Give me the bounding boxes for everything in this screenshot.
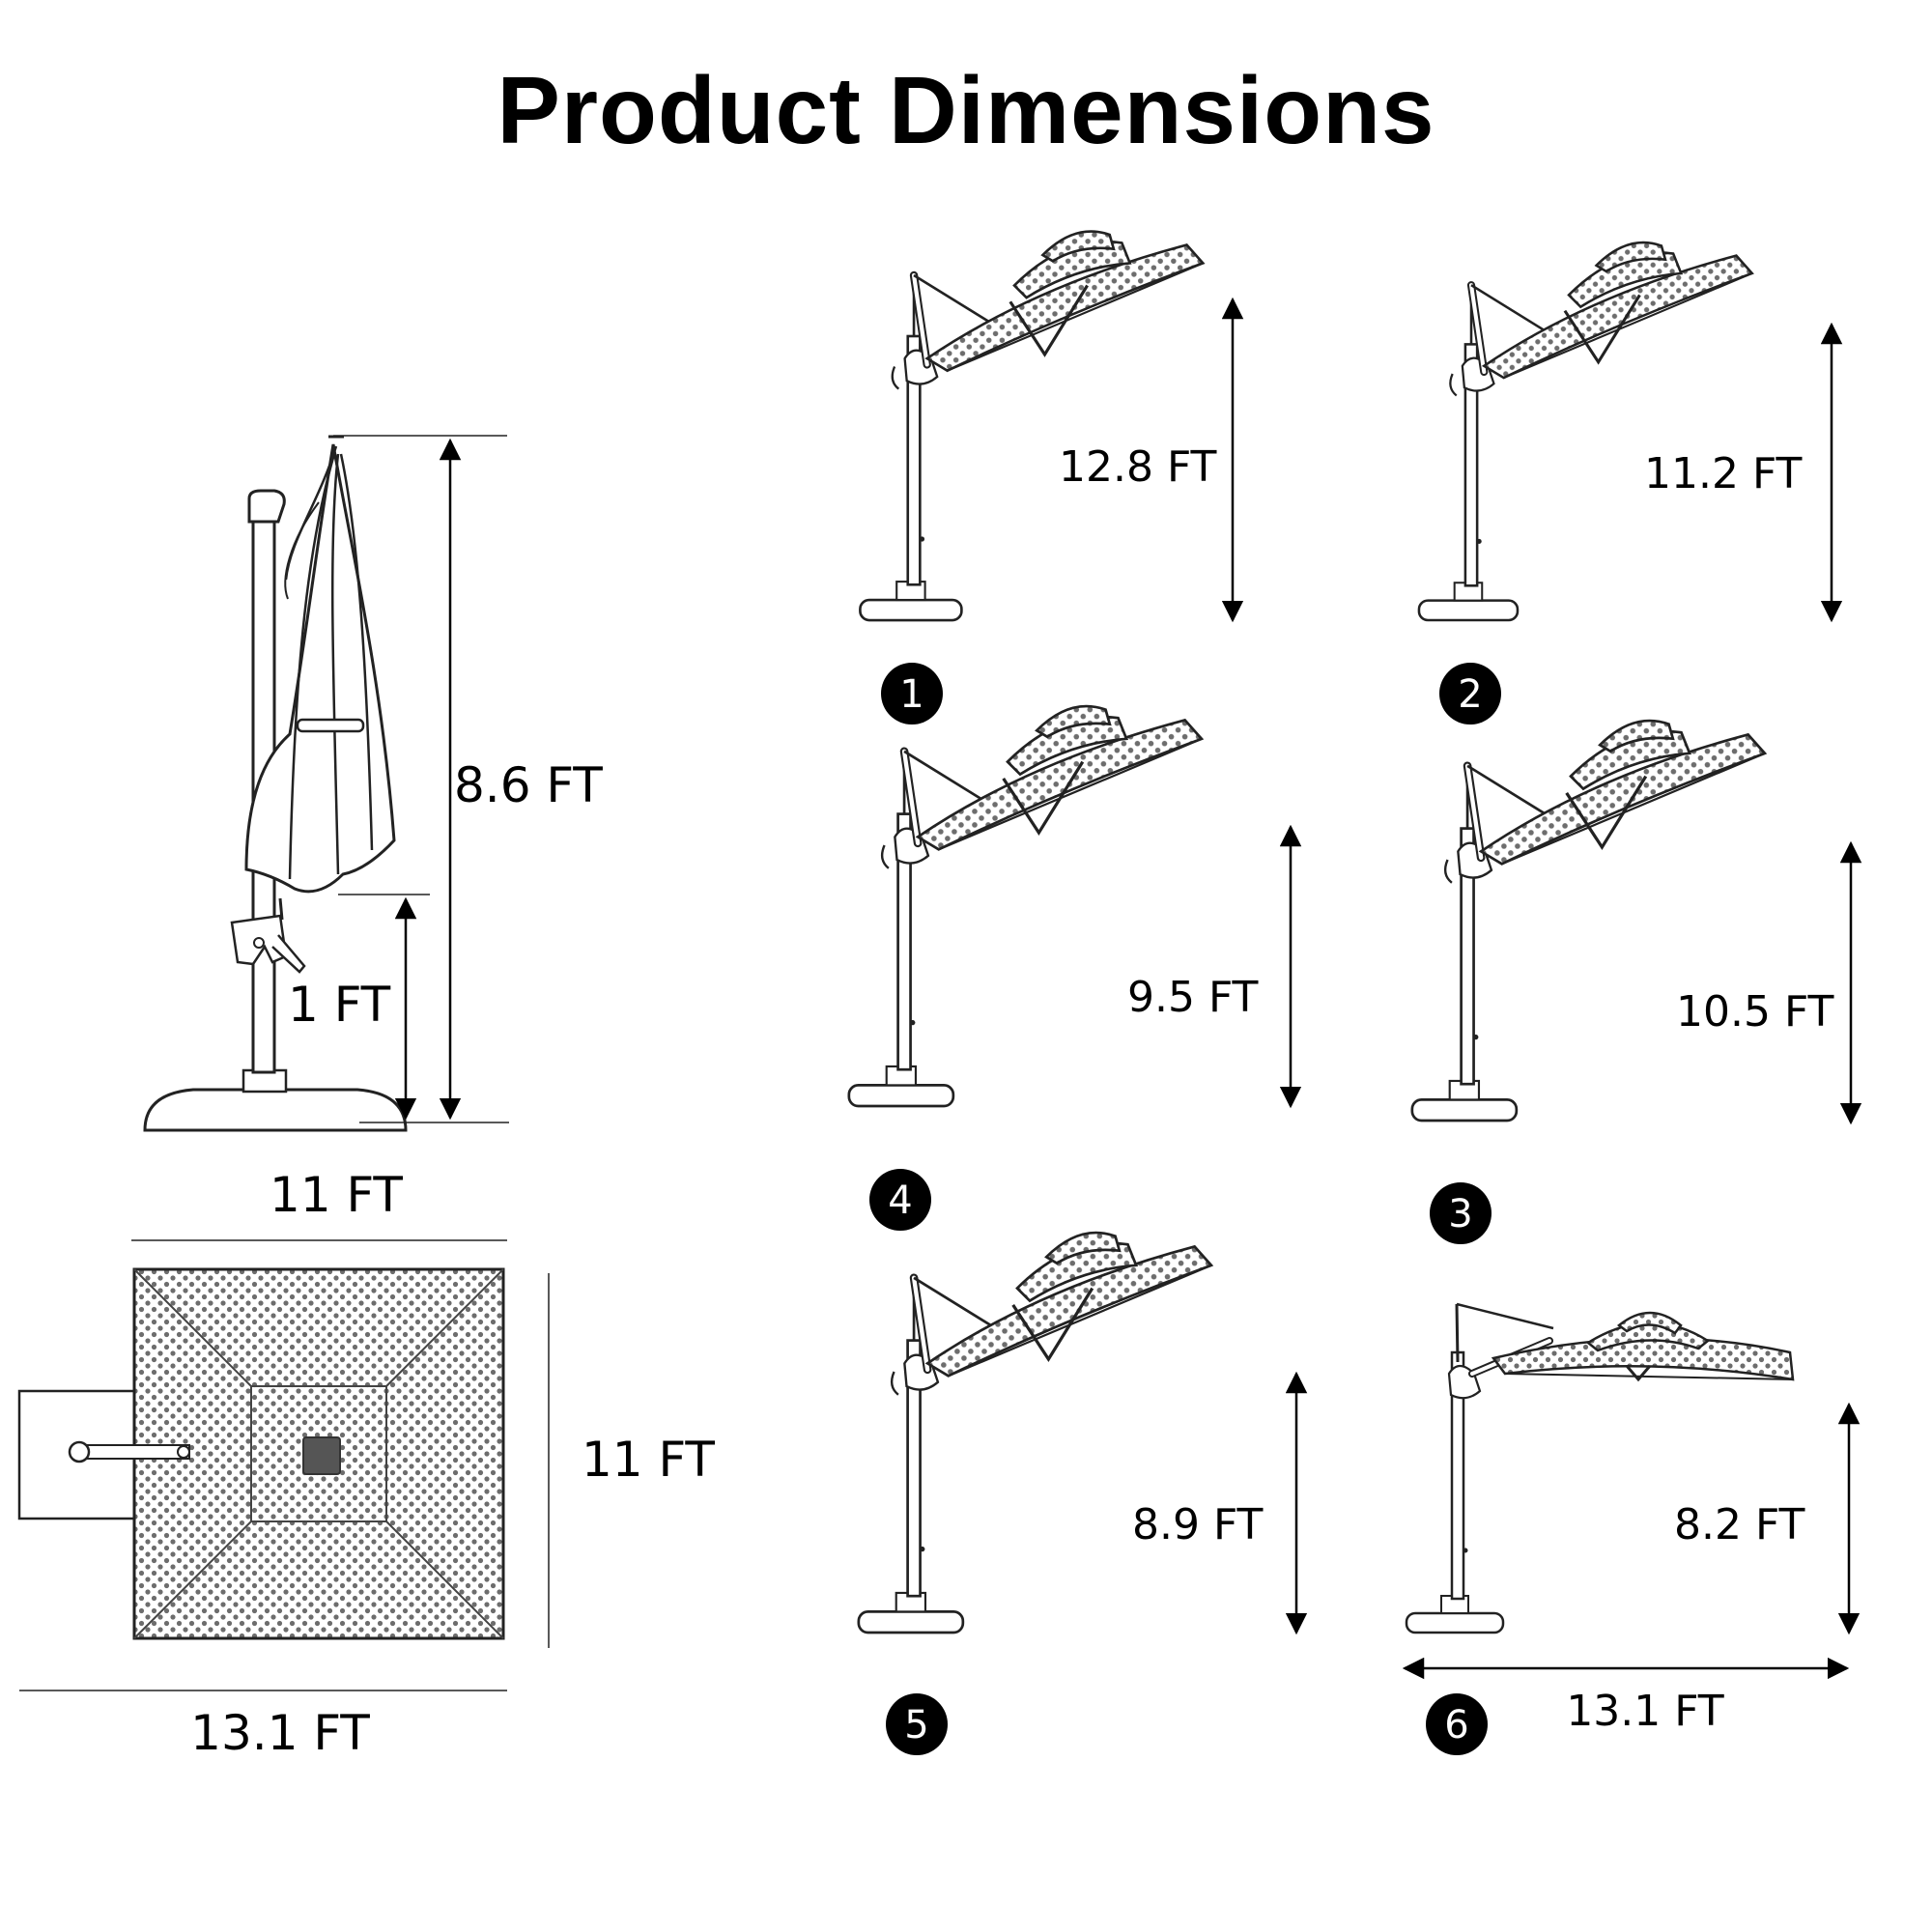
- badge-3-label: 3: [1448, 1192, 1472, 1236]
- closed-height-label: 8.6 FT: [454, 757, 603, 813]
- badge-1-icon: [881, 663, 943, 724]
- top-view-dimension: 11 FT 13.1 FT: [19, 1273, 715, 1761]
- position-1-height: 12.8 FT: [1059, 442, 1216, 492]
- badge-3-icon: [1430, 1182, 1492, 1244]
- position-5: 8.9 FT 5: [859, 1233, 1308, 1755]
- umbrella-position-3-drawing: [1412, 721, 1765, 1121]
- top-span-label: 13.1 FT: [190, 1705, 370, 1761]
- badge-5-label: 5: [904, 1703, 928, 1747]
- position-2: 11.2 FT 2: [1419, 242, 1843, 724]
- umbrella-position-6-drawing: [1405, 1302, 1795, 1634]
- position-6-height: 8.2 FT: [1674, 1500, 1804, 1549]
- umbrella-position-5-drawing: [859, 1233, 1211, 1633]
- closed-height-dimension: 8.6 FT 1 FT 11 FT: [131, 435, 603, 1241]
- top-view-drawing: [17, 1267, 505, 1640]
- position-6-width: 13.1 FT: [1566, 1687, 1723, 1736]
- closed-umbrella-drawing: [143, 435, 408, 1132]
- position-5-height: 8.9 FT: [1132, 1500, 1263, 1549]
- top-width-label: 11 FT: [270, 1167, 403, 1223]
- badge-6-icon: [1426, 1693, 1488, 1755]
- umbrella-position-4-drawing: [849, 706, 1202, 1106]
- badge-5-icon: [886, 1693, 948, 1755]
- page-title: Product Dimensions: [497, 57, 1435, 163]
- position-4-height: 9.5 FT: [1127, 973, 1258, 1022]
- badge-4-label: 4: [888, 1179, 912, 1223]
- badge-6-label: 6: [1444, 1703, 1468, 1747]
- badge-2-icon: [1439, 663, 1501, 724]
- top-side-label: 11 FT: [582, 1432, 715, 1488]
- umbrella-position-2-drawing: [1419, 242, 1752, 620]
- badge-1-label: 1: [899, 672, 923, 717]
- position-3-height: 10.5 FT: [1676, 987, 1833, 1037]
- position-2-height: 11.2 FT: [1644, 449, 1802, 498]
- badge-2-label: 2: [1458, 672, 1482, 717]
- position-3: 10.5 FT 3: [1412, 721, 1862, 1244]
- position-4: 9.5 FT 4: [849, 706, 1302, 1231]
- badge-4-icon: [869, 1169, 931, 1231]
- base-gap-label: 1 FT: [288, 977, 391, 1033]
- position-6: 8.2 FT 13.1 FT 6: [1402, 1302, 1861, 1755]
- position-1: 12.8 FT 1: [860, 232, 1244, 724]
- umbrella-position-1-drawing: [860, 232, 1203, 620]
